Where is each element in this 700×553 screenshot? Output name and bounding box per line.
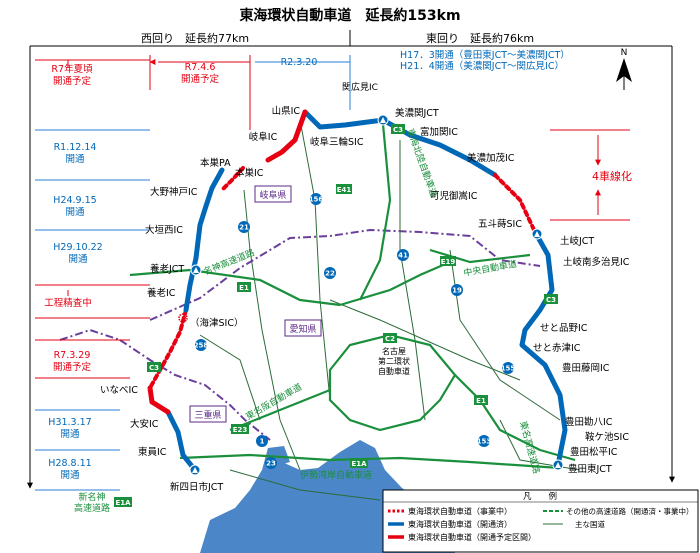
ring-planned-sections (147, 109, 308, 415)
svg-text:美濃加茂IC: 美濃加茂IC (467, 152, 515, 164)
svg-text:可児御嵩IC: 可児御嵩IC (430, 190, 478, 202)
svg-text:せと赤津IC: せと赤津IC (533, 343, 581, 354)
svg-text:1: 1 (260, 438, 265, 446)
svg-text:N: N (621, 48, 628, 58)
date-brackets-blue (35, 55, 351, 491)
kaizu-sic-marker (178, 313, 188, 323)
svg-text:富加関IC: 富加関IC (420, 126, 458, 138)
svg-text:C3: C3 (393, 126, 403, 134)
svg-text:東名高速道路: 東名高速道路 (517, 420, 543, 475)
legend-title: 凡 例 (523, 491, 557, 502)
legend-item-open: 東海環状自動車道（開通済） (408, 519, 512, 529)
svg-text:大野神戸IC: 大野神戸IC (150, 186, 198, 198)
route-shields: C3 C3 C3 E41 E19 E1 E1 C2 E1A E1A E23 (114, 124, 558, 507)
svg-text:新四日市JCT: 新四日市JCT (170, 481, 223, 493)
svg-text:岐阜県: 岐阜県 (259, 189, 286, 201)
svg-text:258: 258 (194, 342, 209, 350)
svg-text:いなべIC: いなべIC (100, 385, 138, 396)
svg-text:E19: E19 (441, 258, 456, 266)
svg-text:鞍ケ池SIC: 鞍ケ池SIC (585, 431, 629, 443)
svg-text:三重県: 三重県 (194, 409, 221, 421)
svg-text:養老IC: 養老IC (147, 287, 176, 299)
map-title: 東海環状自動車道 延長約153km (239, 7, 460, 24)
svg-text:本巣IC: 本巣IC (235, 167, 264, 179)
prefecture-border-aichi-mie (119, 339, 271, 441)
legend-item-national-road: 主な国道 (575, 519, 605, 529)
svg-text:土岐JCT: 土岐JCT (560, 235, 594, 247)
svg-text:豊田藤岡IC: 豊田藤岡IC (562, 362, 610, 374)
north-arrow-icon: N (616, 48, 632, 90)
svg-text:愛知県: 愛知県 (289, 323, 316, 335)
svg-text:せと品野IC: せと品野IC (540, 323, 588, 334)
svg-text:R7年夏頃開通予定: R7年夏頃開通予定 (51, 63, 93, 87)
svg-text:E41: E41 (337, 186, 352, 194)
svg-text:C3: C3 (149, 364, 159, 372)
svg-text:岐阜三輪SIC: 岐阜三輪SIC (310, 136, 364, 148)
legend: 凡 例 東海環状自動車道（事業中） 東海環状自動車道（開通済） 東海環状自動車道… (382, 489, 699, 553)
prefecture-labels: 岐阜県 愛知県 三重県 (189, 185, 322, 423)
west-route-label: 西回り 延長約77km (141, 31, 249, 45)
svg-text:C3: C3 (546, 296, 556, 304)
svg-text:41: 41 (398, 252, 408, 260)
national-route-markers: 156 21 22 41 19 258 155 153 1 23 (194, 193, 516, 469)
svg-text:山県IC: 山県IC (272, 106, 301, 117)
svg-text:東員IC: 東員IC (138, 446, 167, 458)
prefecture-border-gifu-mie (59, 328, 121, 341)
svg-text:E1: E1 (239, 284, 249, 292)
east-route-label: 東回り 延長約76km (426, 31, 534, 45)
svg-text:4車線化: 4車線化 (592, 169, 632, 183)
svg-text:関広見IC: 関広見IC (342, 81, 378, 93)
svg-text:本巣PA: 本巣PA (200, 157, 231, 169)
date-brackets-red (35, 55, 630, 379)
svg-text:21: 21 (239, 224, 249, 232)
svg-text:E1: E1 (476, 397, 486, 405)
svg-text:E1A: E1A (115, 499, 131, 507)
svg-text:22: 22 (325, 270, 335, 278)
svg-text:土岐南多治見IC: 土岐南多治見IC (563, 256, 630, 268)
svg-text:大垣西IC: 大垣西IC (145, 224, 183, 236)
legend-item-planned: 東海環状自動車道（開通予定区間） (408, 532, 536, 542)
svg-text:大安IC: 大安IC (130, 418, 159, 430)
junction-markers (189, 114, 564, 476)
svg-text:豊田松平IC: 豊田松平IC (570, 446, 618, 458)
legend-item-construction: 東海環状自動車道（事業中） (408, 506, 512, 516)
svg-text:C2: C2 (385, 335, 395, 343)
svg-text:伊勢湾岸自動車道: 伊勢湾岸自動車道 (300, 469, 372, 481)
svg-text:養老JCT: 養老JCT (150, 263, 184, 275)
svg-text:E1A: E1A (351, 460, 367, 468)
svg-text:工程精査中: 工程精査中 (44, 297, 92, 309)
svg-text:19: 19 (452, 287, 462, 295)
ring-construction-sections (148, 166, 537, 390)
svg-text:（海津SIC）: （海津SIC） (190, 317, 243, 329)
nagoya-second-ring-label: 名古屋第二環状自動車道 (378, 346, 410, 376)
svg-text:美濃関JCT: 美濃関JCT (395, 107, 439, 119)
svg-text:岐阜IC: 岐阜IC (249, 131, 278, 143)
svg-text:豊田勘八IC: 豊田勘八IC (565, 416, 613, 428)
svg-text:豊田東JCT: 豊田東JCT (568, 463, 612, 475)
svg-text:155: 155 (501, 365, 516, 373)
svg-text:E23: E23 (233, 426, 248, 434)
svg-text:H17．3開通（豊田東JCT～美濃関JCT）H21．4開通（: H17．3開通（豊田東JCT～美濃関JCT）H21．4開通（美濃関JCT～関広見… (400, 49, 570, 72)
interchange-labels: 山県IC 関広見IC 美濃関JCT 富加関IC 岐阜IC 岐阜三輪SIC 本巣P… (100, 81, 630, 493)
svg-text:五斗蒔SIC: 五斗蒔SIC (478, 218, 522, 230)
svg-text:153: 153 (477, 438, 492, 446)
svg-text:156: 156 (309, 196, 324, 204)
svg-text:23: 23 (266, 460, 276, 468)
legend-item-other-expressway: その他の高速道路（開通済・事業中） (566, 506, 694, 516)
shin-meishin-label: 新名神高速道路 (74, 491, 110, 514)
